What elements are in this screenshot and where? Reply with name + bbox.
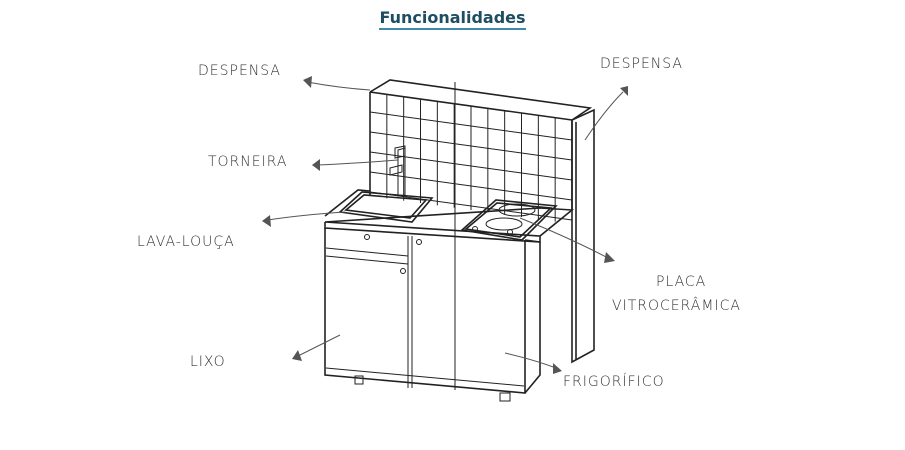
backsplash [369,79,593,210]
foot [354,375,364,385]
sink [338,191,434,223]
arrow-icon [262,215,271,227]
door-knob [400,268,406,274]
door-knob [416,239,422,245]
cabinet [324,228,541,394]
foot [499,392,511,402]
label-despensa-left: DESPENSA [198,63,281,79]
arrow-icon [303,76,312,88]
arrow-icon [620,86,628,96]
tile-line [369,131,573,161]
faucet [389,145,406,197]
drawer [325,236,525,388]
drawer-knob [364,234,370,240]
tile-line [369,111,573,141]
pantry-column [571,108,595,364]
tile-line [369,171,573,201]
burner [498,203,536,217]
countertop [324,189,575,243]
label-lixo: LIXO [190,354,226,370]
label-torneira: TORNEIRA [208,154,288,170]
arrow-icon [292,350,302,361]
label-lava-louca: LAVA-LOUÇA [137,234,235,250]
tile-line [369,191,573,221]
pointer-arrows [262,76,628,374]
cooktop-knob [507,229,513,235]
cooktop [460,199,558,241]
label-placa: PLACA [656,274,707,290]
label-frigorifico: FRIGORÍFICO [563,374,665,390]
page-title: Funcionalidades [0,8,905,30]
label-despensa-right: DESPENSA [600,56,683,72]
label-vitroceramica: VITROCERÂMICA [612,298,741,314]
burner [485,217,523,231]
arrow-icon [312,159,320,171]
backsplash-tiles [369,94,573,222]
arrow-icon [604,252,615,263]
arrow-icon [553,363,562,374]
cooktop-knob [472,226,478,232]
